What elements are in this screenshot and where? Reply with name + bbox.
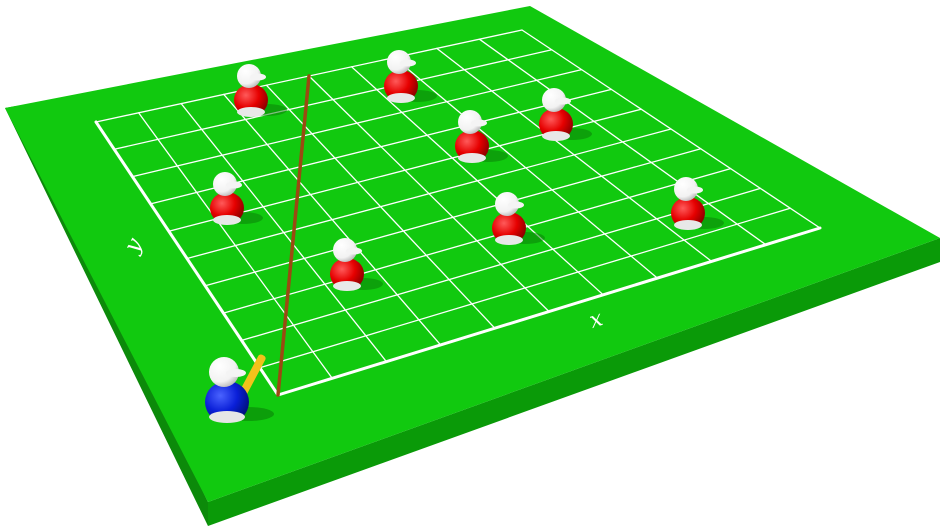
fielder-base bbox=[213, 215, 241, 225]
fielder-base bbox=[542, 131, 570, 141]
fielder-body bbox=[210, 192, 244, 224]
board-top bbox=[5, 6, 940, 502]
fielder-base bbox=[458, 153, 486, 163]
fielder-body bbox=[455, 130, 489, 162]
board-grid bbox=[94, 29, 822, 397]
x-axis-line bbox=[276, 226, 822, 397]
grid-line bbox=[113, 49, 553, 150]
fielder-body bbox=[539, 108, 573, 140]
grid-line bbox=[131, 68, 583, 178]
grid-line bbox=[222, 167, 732, 314]
fielder-cap-icon bbox=[458, 110, 482, 134]
board-left-side bbox=[5, 106, 208, 526]
fielder-piece[interactable] bbox=[330, 238, 383, 291]
fielder-cap-brim bbox=[346, 247, 362, 255]
fielder-piece[interactable] bbox=[539, 88, 592, 141]
grid-line bbox=[204, 148, 702, 287]
fielder-cap-icon bbox=[542, 88, 566, 112]
fielder-cap-icon bbox=[387, 50, 411, 74]
fielder-body bbox=[671, 197, 705, 229]
fielder-cap-icon bbox=[495, 192, 519, 216]
fielder-cap-icon bbox=[213, 172, 237, 196]
fielder-base bbox=[387, 93, 415, 103]
fielder-cap-brim bbox=[400, 59, 416, 67]
fielder-cap-brim bbox=[508, 201, 524, 209]
fielder-body bbox=[492, 212, 526, 244]
fielder-piece[interactable] bbox=[671, 177, 724, 230]
aim-line bbox=[276, 74, 311, 397]
batter-cap-brim bbox=[226, 369, 246, 377]
fielder-cap-brim bbox=[471, 119, 487, 127]
fielder-cap-icon bbox=[237, 64, 261, 88]
fielder-base bbox=[333, 281, 361, 291]
fielder-cap-brim bbox=[226, 181, 242, 189]
fielder-cap-brim bbox=[250, 73, 266, 81]
fielder-cap-icon bbox=[333, 238, 357, 262]
fielder-body bbox=[384, 70, 418, 102]
batter-base bbox=[209, 411, 245, 423]
bat-icon bbox=[239, 354, 266, 397]
batter-piece[interactable] bbox=[205, 353, 274, 423]
grid-line bbox=[259, 207, 791, 369]
fielder-cap-icon bbox=[674, 177, 698, 201]
fielder-piece[interactable] bbox=[492, 192, 545, 245]
fielder-piece[interactable] bbox=[234, 64, 287, 117]
fielder-piece[interactable] bbox=[455, 110, 508, 163]
game-board bbox=[5, 6, 940, 526]
fielder-cap-brim bbox=[687, 186, 703, 194]
fielder-base bbox=[674, 220, 702, 230]
fielder-piece[interactable] bbox=[210, 172, 263, 225]
fielder-body bbox=[234, 84, 268, 116]
grid-line bbox=[186, 128, 672, 260]
fielder-base bbox=[237, 107, 265, 117]
batter-cap-icon bbox=[209, 357, 239, 387]
fielder-body bbox=[330, 258, 364, 290]
fielder-group bbox=[210, 50, 724, 291]
fielder-piece[interactable] bbox=[384, 50, 437, 103]
fielder-base bbox=[495, 235, 523, 245]
board-front-side bbox=[208, 238, 940, 526]
fielder-cap-brim bbox=[555, 97, 571, 105]
